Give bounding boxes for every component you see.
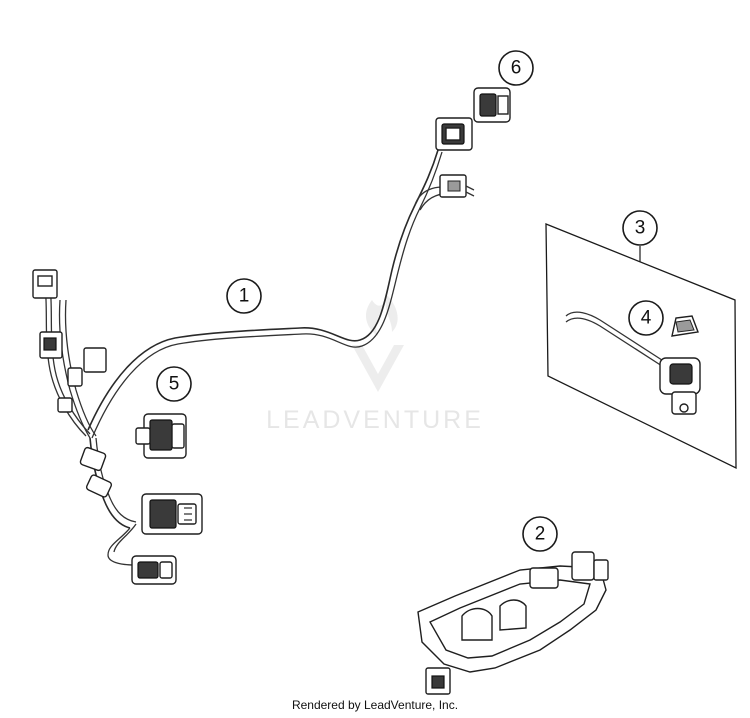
callout-6-label: 6 <box>511 58 522 79</box>
watermark-text: LEADVENTURE <box>266 406 484 434</box>
harness-left-connector <box>32 269 58 299</box>
harness-left-clips <box>39 331 107 413</box>
footer-credit: Rendered by LeadVenture, Inc. <box>291 698 459 712</box>
callout-3: 3 <box>622 210 658 246</box>
harness-bottom-connector <box>131 555 177 585</box>
callout-3-label: 3 <box>635 218 646 239</box>
leadventure-logo-icon <box>352 294 404 392</box>
callout-4: 4 <box>628 300 664 336</box>
wiring-harness-part <box>32 117 475 585</box>
bracket-part-2 <box>417 551 609 695</box>
callout-2-label: 2 <box>535 524 546 545</box>
callout-1: 1 <box>226 278 262 314</box>
connector-part-5 <box>135 413 187 459</box>
connector-part-6 <box>473 87 511 123</box>
cap-part-4 <box>671 315 699 337</box>
callout-4-label: 4 <box>641 308 652 329</box>
kit-part-3 <box>545 223 737 470</box>
watermark: LEADVENTURE <box>266 294 484 434</box>
harness-top-connector <box>435 117 473 151</box>
callout-6: 6 <box>498 50 534 86</box>
harness-main-connector <box>141 493 203 535</box>
callout-1-label: 1 <box>239 286 250 307</box>
callout-2: 2 <box>522 516 558 552</box>
small-connector <box>439 174 475 198</box>
harness-sleeve <box>79 446 113 498</box>
callout-5-label: 5 <box>169 374 180 395</box>
switch-assembly <box>659 357 701 415</box>
callout-5: 5 <box>156 366 192 402</box>
